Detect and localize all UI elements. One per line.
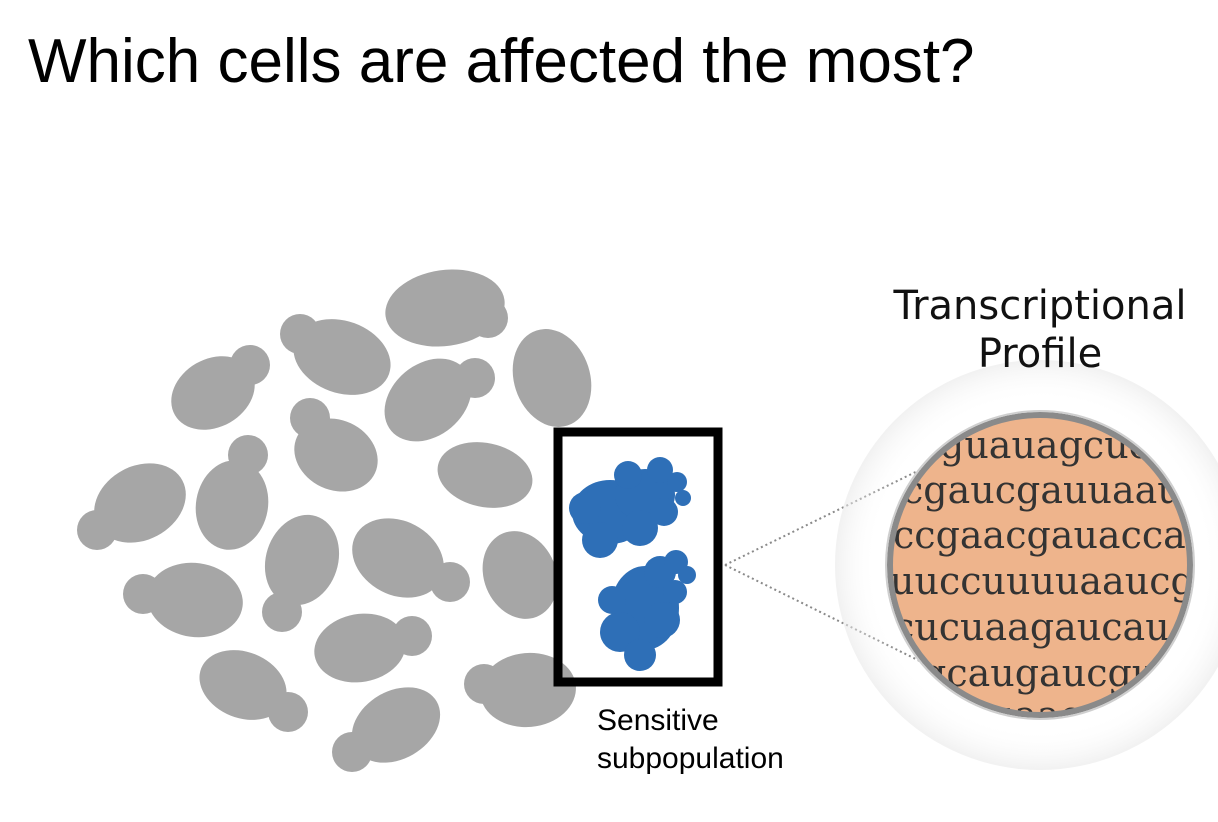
- yeast-cell: [332, 687, 441, 772]
- sequence-line: uuccuuuuaaucg: [890, 559, 1195, 603]
- yeast-cell: [512, 329, 592, 427]
- yeast-cell: [290, 398, 378, 492]
- yeast-cell: [385, 269, 508, 347]
- caption-line-2: subpopulation: [597, 742, 784, 775]
- magnifier-lens: guauagcuc cgaucgauuaau ccgaacgauacca uuc…: [885, 410, 1195, 720]
- yeast-cell: [195, 435, 269, 550]
- yeast-cell: [123, 562, 243, 638]
- sequence-line: ccgaacgauacca: [893, 513, 1186, 557]
- yeast-cell: [262, 514, 340, 632]
- yeast-cell: [199, 650, 308, 732]
- yeast-cell: [482, 531, 558, 619]
- sequence-line: cgaucgauuaau: [902, 468, 1182, 512]
- transcriptional-profile-label: Transcriptional Profile: [860, 282, 1218, 378]
- profile-line-2: Profile: [977, 331, 1103, 377]
- slide-title: Which cells are affected the most?: [28, 27, 975, 96]
- caption-line-1: Sensitive: [597, 704, 719, 737]
- gray-cells: [77, 269, 592, 772]
- yeast-cell: [171, 345, 270, 430]
- sensitive-cells: [569, 457, 696, 671]
- yeast-cell: [384, 358, 495, 442]
- yeast-cell: [437, 442, 533, 508]
- zoom-line-upper: [724, 462, 935, 566]
- sequence-line: cucuaagaucau: [893, 605, 1170, 649]
- yeast-cell: [77, 463, 186, 550]
- yeast-cell: [314, 613, 432, 683]
- sensitive-subpopulation-label: Sensitive subpopulation: [597, 702, 784, 778]
- selection-box: [553, 427, 723, 687]
- yeast-cell: [464, 652, 576, 728]
- yeast-cell: [280, 314, 391, 395]
- sequence-line: gcaugaucgu: [922, 651, 1156, 695]
- yeast-cell: [352, 518, 470, 602]
- profile-line-1: Transcriptional: [893, 283, 1187, 329]
- zoom-line-lower: [724, 564, 935, 669]
